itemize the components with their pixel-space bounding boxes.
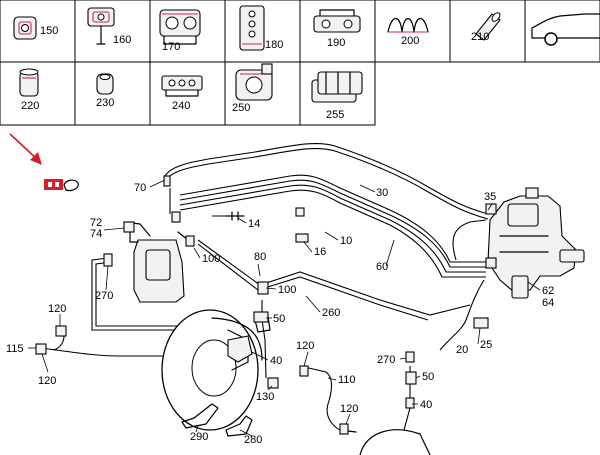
rear-hub (339, 429, 431, 455)
callout-110[interactable]: 110 (338, 374, 356, 386)
callout-120-a[interactable]: 120 (48, 303, 66, 315)
multi-clip-icon (239, 5, 265, 51)
sleeve-icon (96, 73, 114, 95)
callout-20[interactable]: 20 (456, 344, 468, 356)
brake-disc[interactable] (161, 309, 263, 431)
callout-labels: 70 30 35 14 72 74 10 16 100 80 60 270 10… (6, 182, 554, 446)
legend-label-200: 200 (401, 35, 419, 47)
callout-120-b[interactable]: 120 (296, 340, 314, 352)
callout-100-b[interactable]: 100 (278, 284, 296, 296)
callout-290[interactable]: 290 (190, 431, 208, 443)
callout-40-a[interactable]: 40 (270, 355, 282, 367)
legend-label-255: 255 (326, 109, 344, 121)
caliper-bracket[interactable] (227, 315, 271, 363)
callout-72[interactable]: 72 (90, 217, 102, 229)
callout-35[interactable]: 35 (484, 191, 496, 203)
mounting-block-icon (235, 63, 273, 101)
abs-unit[interactable] (123, 221, 189, 303)
legend-label-220: 220 (21, 100, 39, 112)
legend-label-160: 160 (113, 34, 131, 46)
callout-25[interactable]: 25 (480, 339, 492, 351)
brake-lines (39, 142, 489, 433)
master-cylinder[interactable] (487, 187, 585, 299)
callout-280[interactable]: 280 (244, 434, 262, 446)
callout-40-b[interactable]: 40 (420, 399, 432, 411)
callout-64[interactable]: 64 (542, 297, 554, 309)
bracket-clip-icon (159, 9, 201, 45)
callout-16[interactable]: 16 (314, 246, 326, 258)
legend-cell-150[interactable] (0, 0, 76, 63)
callout-60[interactable]: 60 (376, 261, 388, 273)
clip-set-icon (311, 71, 363, 103)
callout-270-b[interactable]: 270 (377, 354, 395, 366)
callout-260[interactable]: 260 (322, 307, 340, 319)
legend-label-210: 210 (471, 31, 489, 43)
legend-cell-240[interactable] (149, 61, 226, 126)
triple-clip-icon (161, 75, 203, 97)
red-arrow-indicator (9, 133, 42, 165)
callout-115[interactable]: 115 (6, 343, 24, 355)
highlighted-part-badge[interactable] (44, 179, 79, 192)
callout-50-a[interactable]: 50 (273, 313, 285, 325)
callout-120-c[interactable]: 120 (38, 375, 56, 387)
legend-cell-vehicle (524, 0, 600, 63)
legend-label-250: 250 (232, 102, 250, 114)
legend-label-230: 230 (96, 97, 114, 109)
legend-label-150: 150 (40, 25, 58, 37)
callout-130[interactable]: 130 (256, 391, 274, 403)
callout-100-a[interactable]: 100 (202, 253, 220, 265)
spring-clip-icon (387, 17, 429, 33)
callout-270-a[interactable]: 270 (95, 290, 113, 302)
legend-label-190: 190 (327, 37, 345, 49)
callout-70[interactable]: 70 (134, 182, 146, 194)
fittings (35, 175, 497, 437)
callout-80[interactable]: 80 (254, 251, 266, 263)
callout-14[interactable]: 14 (248, 218, 260, 230)
legend-label-180: 180 (265, 39, 283, 51)
callout-50-b[interactable]: 50 (422, 371, 434, 383)
bush-icon (19, 68, 39, 97)
legend-label-240: 240 (172, 100, 190, 112)
callout-74[interactable]: 74 (90, 228, 102, 240)
pipe-clip-icon (87, 7, 115, 45)
legend-label-170: 170 (162, 41, 180, 53)
callout-120-d[interactable]: 120 (340, 403, 358, 415)
legend-cell-200[interactable] (374, 0, 451, 63)
legend-cell-230[interactable] (74, 61, 151, 126)
callout-10[interactable]: 10 (340, 235, 352, 247)
hose-sleeve-icon (475, 12, 501, 41)
vehicle-silhouette-icon (531, 13, 600, 46)
grommet-icon (13, 16, 37, 40)
legend-grid: 150 160 170 180 190 200 210 220 230 240 … (0, 0, 600, 126)
callout-30[interactable]: 30 (376, 187, 388, 199)
retainer-icon (313, 9, 361, 33)
leader-lines (28, 179, 541, 437)
callout-62[interactable]: 62 (542, 285, 554, 297)
